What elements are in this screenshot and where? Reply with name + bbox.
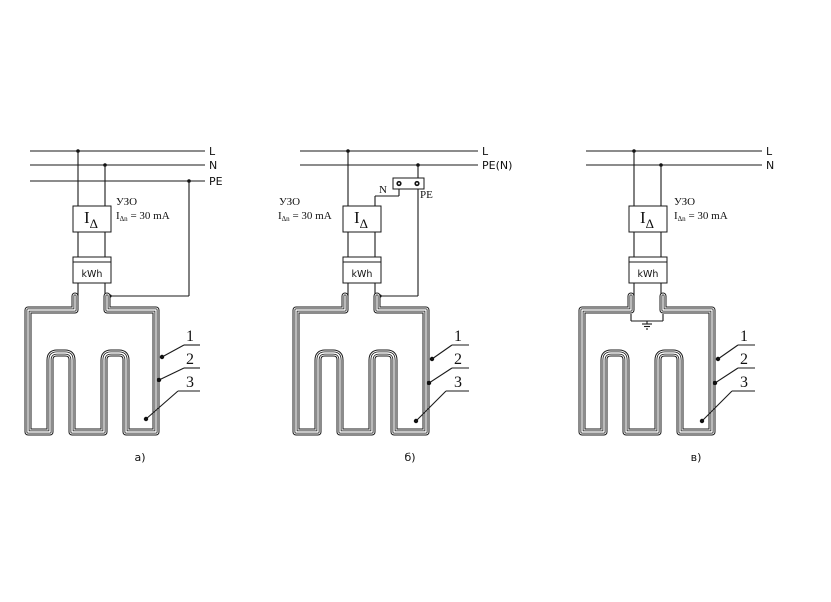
bus-label-pen: PE(N) [482, 159, 512, 172]
bus-label-n: N [766, 159, 774, 172]
callout-1: 1 [454, 328, 462, 345]
callout-3: 3 [186, 374, 194, 391]
rcd-device-b: IΔ [342, 205, 382, 233]
caption-a: а) [134, 451, 145, 464]
rcd-device-a: IΔ [72, 205, 112, 233]
rcd-label: УЗО [116, 196, 137, 208]
callout-3: 3 [454, 374, 462, 391]
energy-meter-b: kWh [342, 256, 382, 284]
diagram-b: L PE(N) N PE IΔ УЗО IΔn = 30 mA [278, 145, 512, 464]
energy-meter-a: kWh [72, 256, 112, 284]
meter-label: kWh [82, 269, 103, 280]
bus-lines-b [300, 149, 478, 167]
callout-2: 2 [454, 351, 462, 368]
rcd-device-c: IΔ [628, 205, 668, 233]
bus-label-l: L [482, 145, 489, 158]
bus-label-l: L [766, 145, 773, 158]
callout-3: 3 [740, 374, 748, 391]
rcd-rating: IΔn = 30 mA [278, 210, 332, 223]
callout-2: 2 [740, 351, 748, 368]
rcd-label: УЗО [279, 196, 300, 208]
bus-label-pe: PE [209, 175, 223, 188]
meter-label: kWh [638, 269, 659, 280]
rcd-label: УЗО [674, 196, 695, 208]
heating-cable-b [296, 296, 426, 432]
rcd-rating: IΔn = 30 mA [116, 210, 170, 223]
bus-lines-c [586, 149, 762, 167]
bus-lines-a [30, 149, 205, 183]
pen-terminal-block [392, 177, 425, 190]
diagram-c: L N IΔ УЗО IΔn = 30 mA kWh [582, 145, 774, 464]
terminal-pe-label: PE [420, 189, 433, 201]
rcd-symbol: IΔ [640, 208, 654, 231]
bus-label-l: L [209, 145, 216, 158]
caption-c: в) [691, 451, 702, 464]
energy-meter-c: kWh [628, 256, 668, 284]
terminal-n-label: N [379, 184, 387, 196]
bus-label-n: N [209, 159, 217, 172]
caption-b: б) [404, 451, 415, 464]
callout-1: 1 [740, 328, 748, 345]
callouts-a: 1 2 3 [143, 328, 200, 422]
diagram-a: L N PE IΔ УЗО IΔn = 30 mA kWh [28, 145, 223, 464]
heating-cable-a [28, 296, 156, 432]
rcd-symbol: IΔ [84, 208, 98, 231]
callouts-b: 1 2 3 [413, 328, 469, 424]
callouts-c: 1 2 3 [699, 328, 755, 424]
callout-2: 2 [186, 351, 194, 368]
rcd-symbol: IΔ [354, 208, 368, 231]
callout-1: 1 [186, 328, 194, 345]
meter-label: kWh [352, 269, 373, 280]
rcd-rating: IΔn = 30 mA [674, 210, 728, 223]
ground-symbol [630, 314, 664, 330]
heating-cable-c [582, 296, 712, 432]
